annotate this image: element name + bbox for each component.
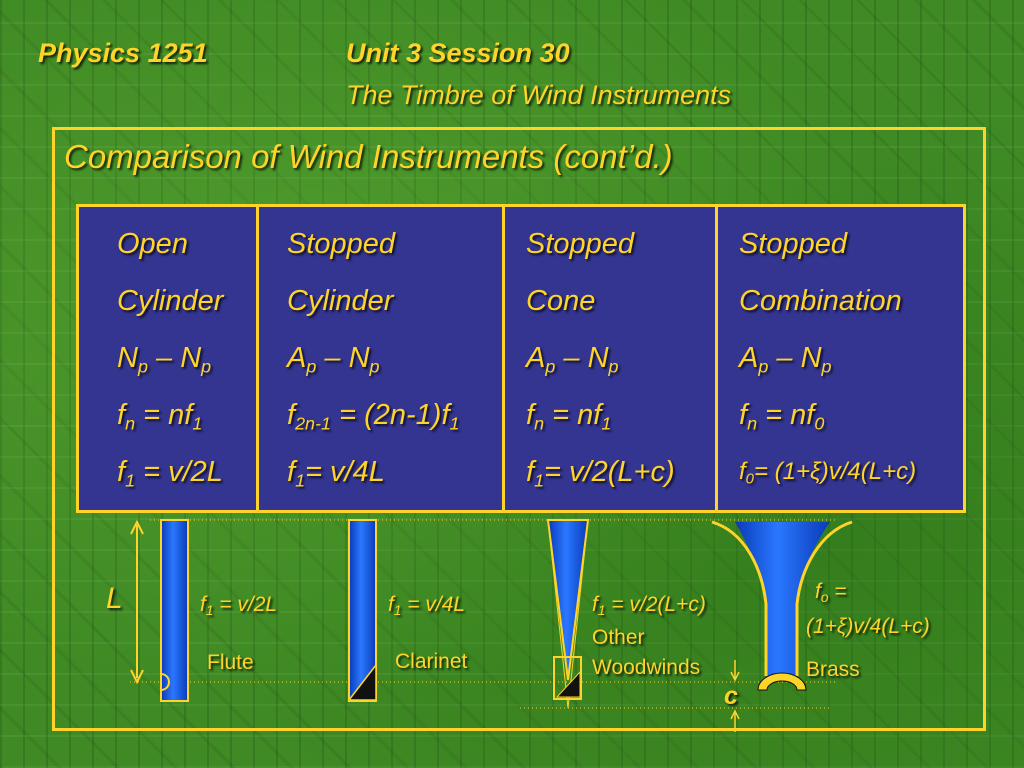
woodwinds-label-line2: Woodwinds	[592, 656, 701, 679]
content-frame	[52, 127, 986, 731]
instrument-shape: Cylinder	[117, 285, 224, 317]
harmonic-series: f2n-1 = (2n-1)f1	[287, 399, 460, 434]
column-stopped-cone: Stopped Cone Ap – Np fn = nf1 f1= v/2(L+…	[526, 227, 675, 512]
woodwind-cone	[546, 519, 590, 709]
node-pattern: Ap – Np	[287, 342, 380, 377]
slide-title: Comparison of Wind Instruments (cont’d.)	[64, 138, 673, 175]
brass-horn	[711, 520, 853, 691]
column-open-cylinder: Open Cylinder Np – Np fn = nf1 f1 = v/2L	[117, 227, 223, 512]
node-pattern: Np – Np	[117, 342, 212, 377]
brass-mouthpiece-icon	[757, 672, 807, 691]
harmonic-series: fn = nf1	[117, 399, 203, 434]
flute-tube	[160, 519, 189, 702]
brass-formula-line1: fo =	[815, 580, 847, 606]
fundamental-formula: f1= v/4L	[287, 456, 385, 491]
cone-extension-arrow	[730, 660, 740, 732]
column-divider	[715, 207, 718, 510]
woodwinds-formula: f1 = v/2(L+c)	[592, 593, 706, 619]
reed-box-icon	[553, 656, 582, 700]
column-divider	[256, 207, 259, 510]
instrument-type: Stopped	[526, 228, 635, 260]
reed-mouthpiece-icon	[347, 662, 377, 701]
reed-mouthpiece-icon	[555, 670, 581, 698]
session-subtitle: The Timbre of Wind Instruments	[346, 80, 732, 110]
embouchure-hole-icon	[160, 673, 170, 691]
instrument-type: Stopped	[287, 228, 396, 260]
harmonic-series: fn = nf0	[739, 399, 825, 434]
clarinet-tube	[347, 519, 377, 702]
column-stopped-combination: Stopped Combination Ap – Np fn = nf0 f0=…	[739, 227, 916, 512]
fundamental-formula: f1 = v/2L	[117, 456, 223, 491]
instrument-type: Stopped	[739, 228, 848, 260]
comparison-table: Open Cylinder Np – Np fn = nf1 f1 = v/2L…	[76, 204, 966, 513]
instrument-type: Open	[117, 228, 188, 260]
column-divider	[502, 207, 505, 510]
instrument-shape: Combination	[739, 285, 902, 317]
fundamental-formula: f0= (1+ξ)v/4(L+c)	[739, 458, 917, 488]
brass-formula-line2: (1+ξ)v/4(L+c)	[806, 615, 930, 638]
length-arrow	[130, 519, 144, 685]
course-title: Physics 1251	[38, 38, 208, 68]
woodwinds-label-line1: Other	[592, 626, 645, 649]
cone-extension-label: c	[724, 682, 738, 710]
column-stopped-cylinder: Stopped Cylinder Ap – Np f2n-1 = (2n-1)f…	[287, 227, 460, 512]
clarinet-label: Clarinet	[395, 650, 468, 673]
fundamental-formula: f1= v/2(L+c)	[526, 456, 675, 491]
node-pattern: Ap – Np	[526, 342, 619, 377]
unit-title: Unit 3 Session 30	[346, 38, 570, 68]
flute-label: Flute	[207, 651, 254, 674]
flute-formula: f1 = v/2L	[200, 593, 278, 619]
node-pattern: Ap – Np	[739, 342, 832, 377]
harmonic-series: fn = nf1	[526, 399, 612, 434]
instrument-shape: Cone	[526, 285, 596, 317]
instrument-shape: Cylinder	[287, 285, 394, 317]
brass-label: Brass	[806, 658, 860, 681]
clarinet-formula: f1 = v/4L	[388, 593, 466, 619]
length-label: L	[106, 582, 123, 615]
